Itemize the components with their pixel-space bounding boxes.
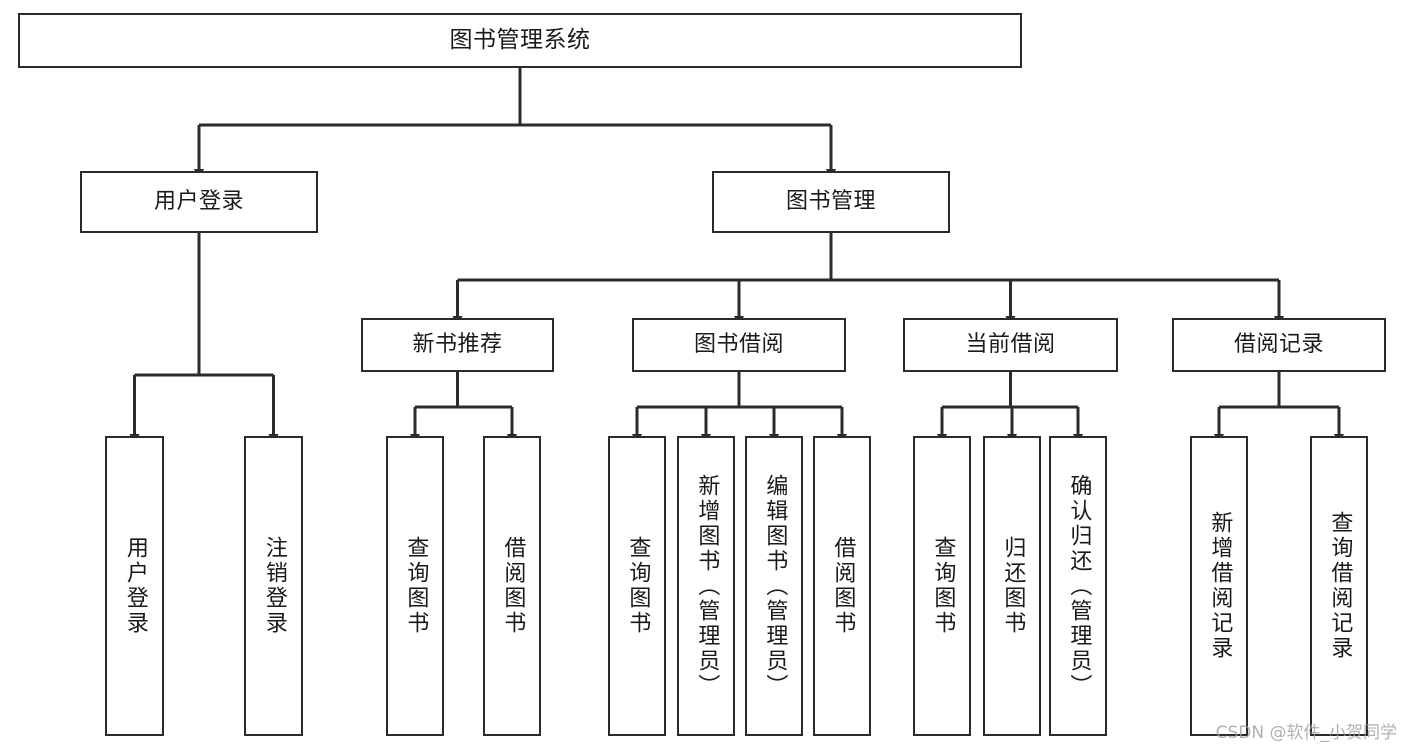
node-label: 编辑图书（管理员） (762, 473, 788, 699)
node-label: 借阅记录 (1233, 331, 1324, 357)
node-l-new2[interactable]: 借阅图书 (483, 436, 541, 736)
node-l-rec1[interactable]: 新增借阅记录 (1190, 436, 1248, 736)
node-label: 新书推荐 (412, 331, 503, 357)
node-label: 当前借阅 (965, 331, 1056, 357)
node-label: 用户登录 (122, 536, 148, 636)
node-label: 新增借阅记录 (1207, 511, 1233, 661)
node-label: 查询图书 (625, 536, 651, 636)
node-label: 图书管理系统 (449, 27, 591, 54)
node-l-bor1[interactable]: 查询图书 (608, 436, 666, 736)
node-label: 确认归还（管理员） (1066, 473, 1092, 699)
node-label: 查询借阅记录 (1327, 511, 1353, 661)
node-l-login1[interactable]: 用户登录 (105, 436, 164, 736)
node-label: 借阅图书 (500, 536, 526, 636)
node-label: 注销登录 (261, 536, 287, 636)
node-l-new1[interactable]: 查询图书 (386, 436, 444, 736)
node-n-login[interactable]: 用户登录 (80, 171, 318, 233)
node-label: 新增图书（管理员） (694, 473, 720, 699)
node-l-bor4[interactable]: 借阅图书 (813, 436, 871, 736)
node-n-newrec[interactable]: 新书推荐 (361, 318, 554, 372)
node-l-cur1[interactable]: 查询图书 (913, 436, 971, 736)
node-l-bor2[interactable]: 新增图书（管理员） (677, 436, 735, 736)
node-label: 查询图书 (403, 536, 429, 636)
node-label: 用户登录 (153, 188, 244, 214)
node-n-current[interactable]: 当前借阅 (903, 318, 1118, 372)
node-label: 查询图书 (930, 536, 956, 636)
node-n-records[interactable]: 借阅记录 (1172, 318, 1386, 372)
node-label: 图书管理 (785, 188, 876, 214)
node-l-login2[interactable]: 注销登录 (244, 436, 303, 736)
node-n-borrow[interactable]: 图书借阅 (632, 318, 846, 372)
node-l-cur2[interactable]: 归还图书 (983, 436, 1041, 736)
node-root[interactable]: 图书管理系统 (18, 13, 1022, 68)
node-label: 图书借阅 (693, 331, 784, 357)
node-label: 归还图书 (1000, 536, 1026, 636)
node-n-bookmgmt[interactable]: 图书管理 (712, 171, 950, 233)
node-label: 借阅图书 (830, 536, 856, 636)
node-l-bor3[interactable]: 编辑图书（管理员） (745, 436, 803, 736)
node-l-rec2[interactable]: 查询借阅记录 (1310, 436, 1368, 736)
csdn-watermark: CSDN @软件_小贺同学 (1215, 723, 1397, 743)
node-l-cur3[interactable]: 确认归还（管理员） (1049, 436, 1107, 736)
